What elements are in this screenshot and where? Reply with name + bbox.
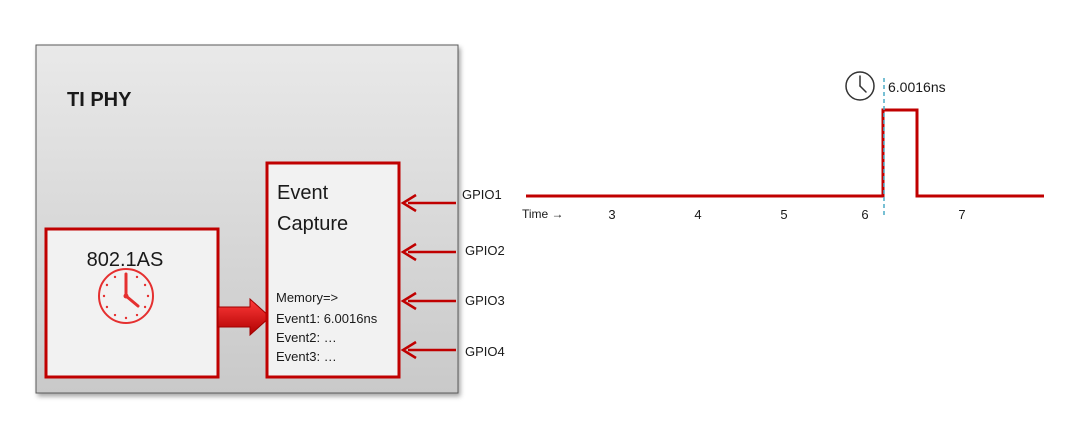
clock-icon bbox=[98, 268, 154, 324]
clock-tick-dot bbox=[135, 313, 139, 317]
gpio-1-label: GPIO1 bbox=[462, 187, 502, 202]
clock-block-label: 802.1AS bbox=[87, 249, 164, 271]
time-axis-label: Time → bbox=[522, 207, 564, 221]
event-entry-3: Event3: … bbox=[276, 349, 337, 364]
phy-title: TI PHY bbox=[67, 89, 132, 111]
clock-tick-dot bbox=[143, 283, 147, 287]
memory-label: Memory=> bbox=[276, 290, 338, 305]
event-capture-title-line1: Event bbox=[277, 182, 329, 204]
time-tick-6: 6 bbox=[861, 207, 868, 222]
time-tick-3: 3 bbox=[608, 207, 615, 222]
gpio-2-label: GPIO2 bbox=[465, 243, 505, 258]
clock-to-capture-arrow bbox=[217, 297, 271, 337]
clock-tick-dot bbox=[102, 294, 106, 298]
gpio-3-input: GPIO3 bbox=[400, 291, 505, 311]
gpio-4-input: GPIO4 bbox=[400, 340, 505, 360]
event-capture-block bbox=[265, 161, 401, 379]
time-tick-5: 5 bbox=[780, 207, 787, 222]
time-tick-4: 4 bbox=[694, 207, 701, 222]
clock-tick-dot bbox=[105, 305, 109, 309]
clock-tick-dot bbox=[113, 275, 117, 279]
clock-tick-dot bbox=[105, 283, 109, 287]
gpio-3-label: GPIO3 bbox=[465, 293, 505, 308]
clock-tick-dot bbox=[135, 275, 139, 279]
clock-tick-dot bbox=[146, 294, 150, 298]
gpio-4-label: GPIO4 bbox=[465, 344, 505, 359]
gpio-2-input: GPIO2 bbox=[400, 242, 505, 262]
clock-tick-dot bbox=[124, 316, 128, 320]
clock-tick-dot bbox=[113, 313, 117, 317]
clock-tick-dot bbox=[143, 305, 147, 309]
event-entry-1: Event1: 6.0016ns bbox=[276, 311, 378, 326]
event-capture-title-line2: Capture bbox=[277, 213, 348, 235]
gpio1-pulse-waveform bbox=[526, 108, 1044, 198]
clock-block bbox=[44, 227, 220, 379]
event-entry-2: Event2: … bbox=[276, 330, 337, 345]
event-time-label: 6.0016ns bbox=[888, 79, 946, 95]
time-tick-7: 7 bbox=[958, 207, 965, 222]
gpio-1-input: GPIO1 bbox=[400, 187, 502, 213]
stopwatch-icon bbox=[845, 71, 875, 101]
